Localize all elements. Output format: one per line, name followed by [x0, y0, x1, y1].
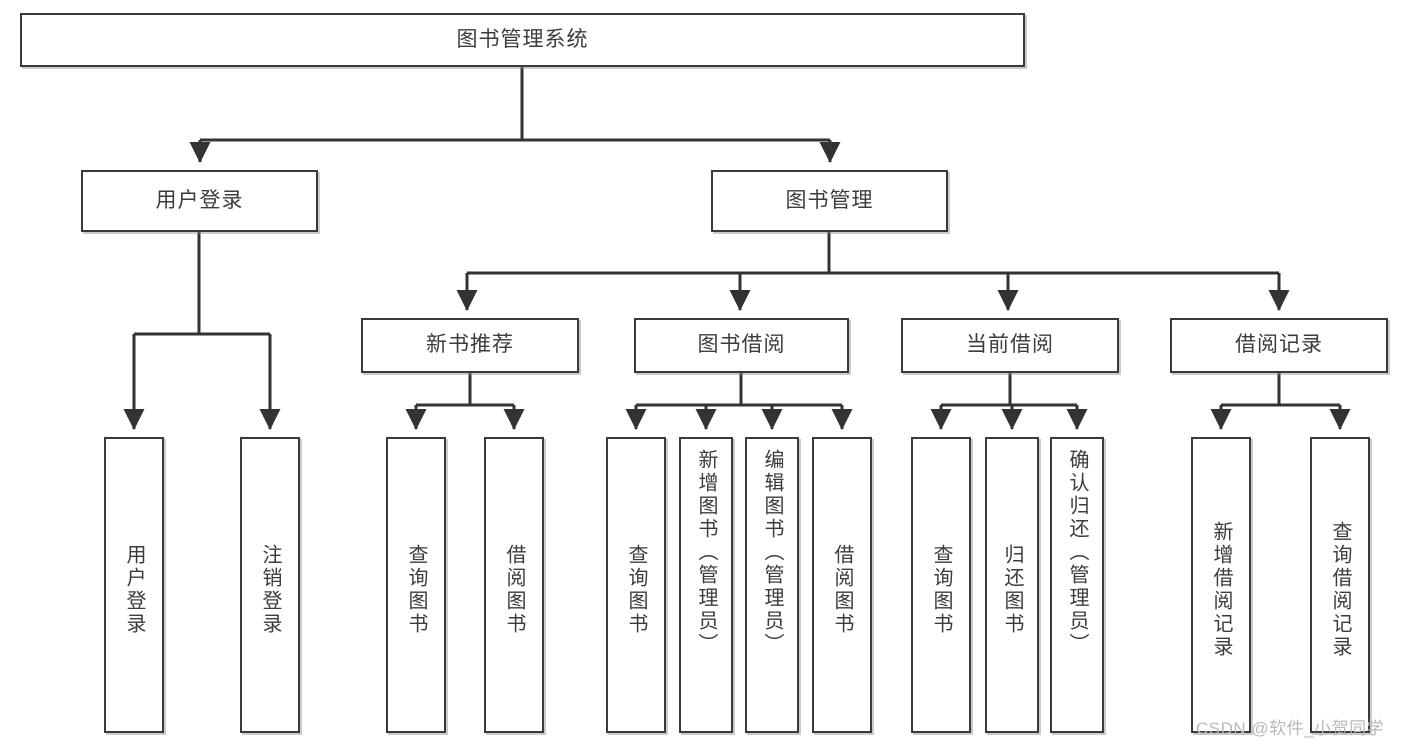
node-leaf-add-book[interactable]: 新增图书（管理员）: [679, 437, 733, 733]
node-leaf-user-login-label: 用户登录: [123, 544, 145, 636]
node-leaf-borrow-book-1-label: 借阅图书: [503, 544, 525, 636]
node-leaf-add-record[interactable]: 新增借阅记录: [1191, 437, 1251, 733]
node-book-borrow-label: 图书借阅: [697, 333, 786, 357]
node-book-borrow[interactable]: 图书借阅: [634, 318, 849, 373]
node-root-label: 图书管理系统: [456, 27, 589, 51]
watermark: CSDN @软件_小贺同学: [1196, 714, 1384, 739]
node-leaf-edit-book-label: 编辑图书（管理员）: [761, 449, 783, 656]
node-leaf-add-book-label: 新增图书（管理员）: [695, 449, 717, 656]
node-leaf-query-book-1-label: 查询图书: [405, 544, 427, 636]
watermark-text: CSDN @软件_小贺同学: [1196, 719, 1385, 738]
node-book-manage[interactable]: 图书管理: [711, 170, 948, 232]
node-leaf-confirm-return-label: 确认归还（管理员）: [1066, 449, 1088, 656]
node-leaf-borrow-book-2[interactable]: 借阅图书: [812, 437, 872, 733]
node-leaf-query-book-1[interactable]: 查询图书: [386, 437, 446, 733]
node-leaf-query-book-3[interactable]: 查询图书: [911, 437, 971, 733]
node-leaf-return-book[interactable]: 归还图书: [985, 437, 1039, 733]
node-current-borrow[interactable]: 当前借阅: [901, 318, 1119, 373]
node-borrow-record-label: 借阅记录: [1235, 333, 1323, 357]
node-leaf-borrow-book-2-label: 借阅图书: [831, 544, 853, 636]
node-current-borrow-label: 当前借阅: [966, 333, 1054, 357]
node-leaf-query-book-3-label: 查询图书: [930, 544, 952, 636]
node-user-login[interactable]: 用户登录: [81, 170, 318, 232]
node-root[interactable]: 图书管理系统: [20, 13, 1025, 67]
node-leaf-query-book-2-label: 查询图书: [625, 544, 647, 636]
node-leaf-return-book-label: 归还图书: [1001, 544, 1023, 636]
node-leaf-logout[interactable]: 注销登录: [240, 437, 300, 733]
node-new-book-rec-label: 新书推荐: [426, 333, 514, 357]
node-user-login-label: 用户登录: [155, 188, 244, 212]
node-new-book-rec[interactable]: 新书推荐: [361, 318, 579, 373]
node-leaf-borrow-book-1[interactable]: 借阅图书: [484, 437, 544, 733]
node-leaf-user-login[interactable]: 用户登录: [104, 437, 164, 733]
node-borrow-record[interactable]: 借阅记录: [1170, 318, 1388, 373]
node-leaf-query-record-label: 查询借阅记录: [1329, 521, 1351, 659]
node-book-manage-label: 图书管理: [785, 188, 874, 212]
node-leaf-edit-book[interactable]: 编辑图书（管理员）: [745, 437, 799, 733]
node-leaf-logout-label: 注销登录: [259, 544, 281, 636]
node-leaf-confirm-return[interactable]: 确认归还（管理员）: [1050, 437, 1104, 733]
node-leaf-add-record-label: 新增借阅记录: [1210, 521, 1232, 659]
node-leaf-query-book-2[interactable]: 查询图书: [606, 437, 666, 733]
node-leaf-query-record[interactable]: 查询借阅记录: [1310, 437, 1370, 733]
